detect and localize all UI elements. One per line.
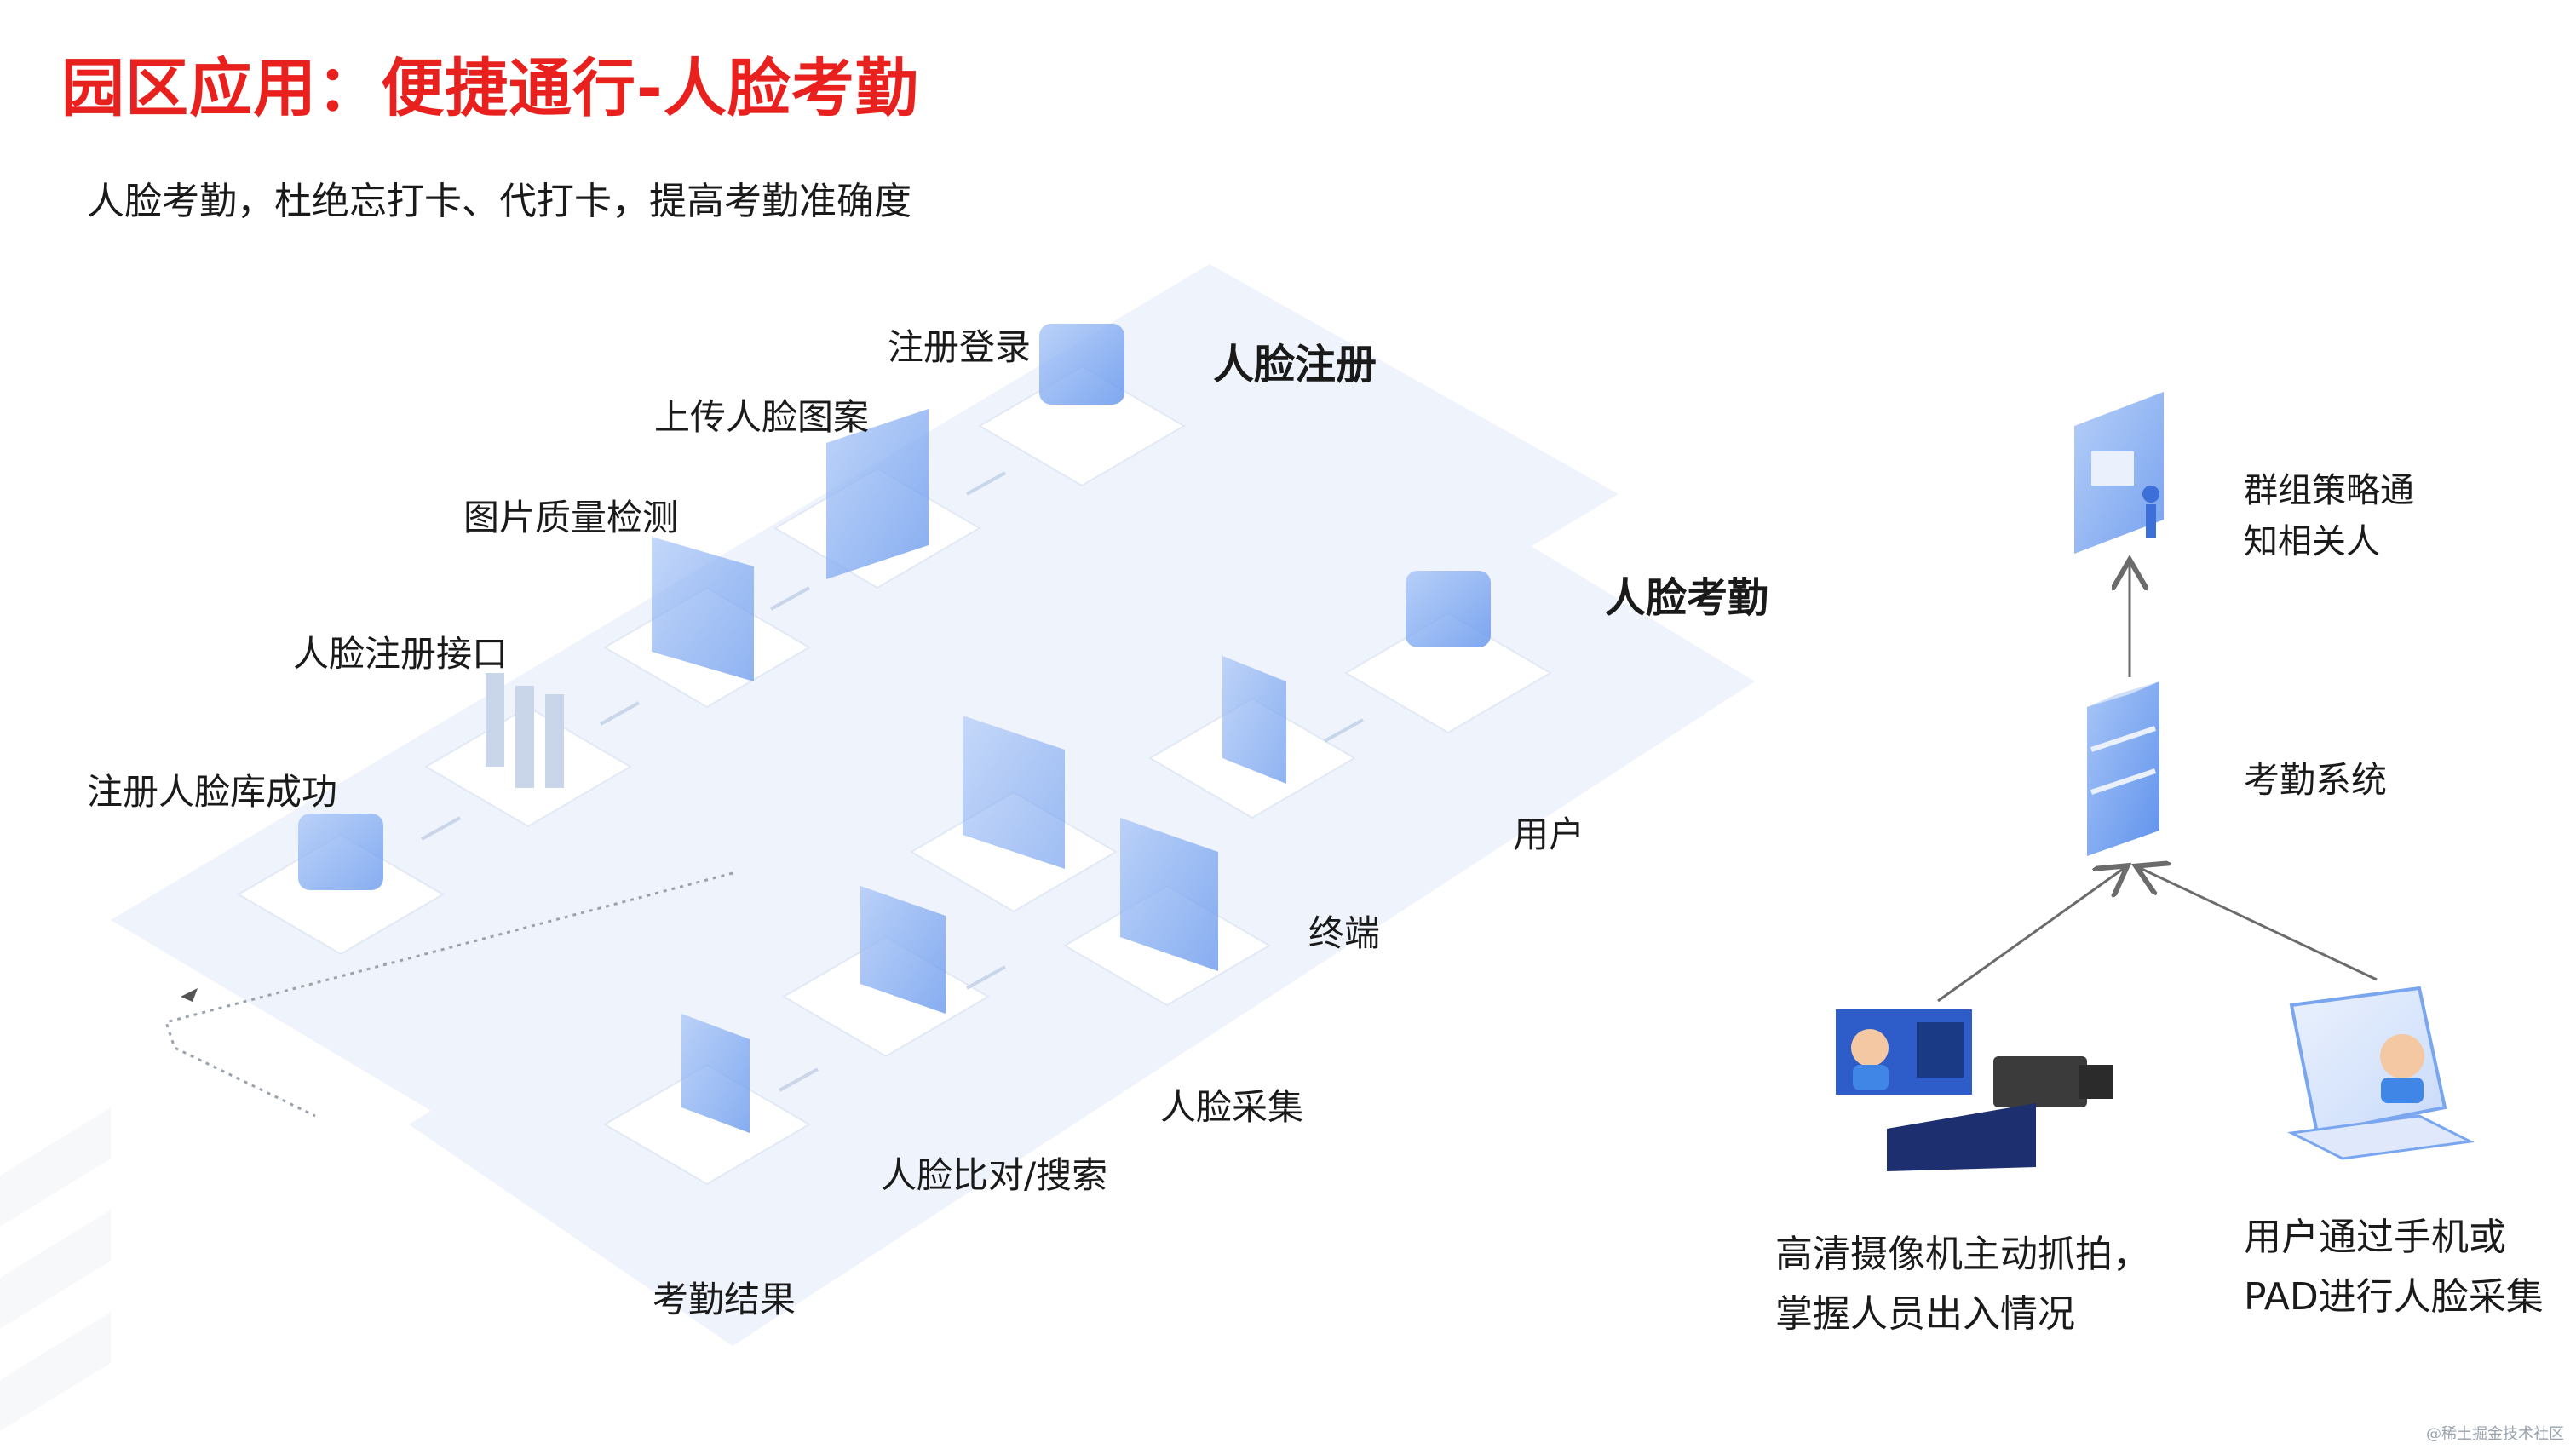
step-upload-face: 上传人脸图案 [654, 396, 870, 438]
mobile-caption-line-2: PAD进行人脸采集 [2244, 1275, 2544, 1319]
tile-face-capture [1063, 818, 1271, 1007]
return-path [164, 871, 733, 1118]
registration-step-arrows [421, 471, 1006, 841]
attendance-heading: 人脸考勤 [1605, 574, 1769, 622]
registration-panel [111, 264, 1619, 1159]
tile-image-quality [603, 537, 811, 709]
system-label: 考勤系统 [2244, 759, 2388, 801]
attendance-step-arrows [779, 718, 1364, 1092]
mobile-caption-line-1: 用户通过手机或 [2244, 1216, 2506, 1259]
mobile-caption: 用户通过手机或 PAD进行人脸采集 [2244, 1208, 2544, 1327]
step-terminal: 终端 [1308, 912, 1381, 954]
tile-register-success [237, 814, 445, 956]
page-subtitle: 人脸考勤，杜绝忘打卡、代打卡，提高考勤准确度 [87, 180, 911, 223]
notify-line-1: 群组策略通 [2244, 471, 2414, 510]
camera-caption: 高清摄像机主动抓拍， 掌握人员出入情况 [1775, 1225, 2150, 1344]
tile-attendance-result [603, 1014, 811, 1186]
camera-monitor-icon [1836, 1009, 2113, 1171]
tile-user [1344, 571, 1552, 734]
notify-line-2: 知相关人 [2244, 522, 2380, 561]
return-arrow-icon [181, 988, 198, 1002]
tile-face-compare [782, 886, 990, 1058]
page-title: 园区应用：便捷通行-人脸考勤 [61, 52, 919, 125]
tile-register-login [978, 324, 1186, 487]
tile-terminal [1148, 656, 1356, 819]
step-attendance-result: 考勤结果 [653, 1279, 796, 1320]
step-user: 用户 [1513, 814, 1585, 855]
arrow-mobile-to-system [2138, 867, 2378, 981]
registration-heading: 人脸注册 [1213, 341, 1377, 388]
tile-register-api [424, 673, 632, 828]
step-register-success: 注册人脸库成功 [87, 771, 338, 813]
step-image-quality: 图片质量检测 [463, 497, 679, 538]
tile-scan [910, 716, 1118, 913]
arrow-camera-to-system [1937, 867, 2125, 1003]
watermark: @稀土掘金技术社区 [2426, 1425, 2564, 1443]
step-face-capture: 人脸采集 [1160, 1086, 1304, 1128]
decorative-stripes [0, 1107, 111, 1431]
camera-caption-line-2: 掌握人员出入情况 [1775, 1292, 2075, 1336]
mobile-face-icon [2286, 986, 2475, 1160]
step-register-api: 人脸注册接口 [293, 633, 509, 675]
notify-screen-icon [2074, 392, 2164, 554]
step-face-compare: 人脸比对/搜索 [881, 1154, 1108, 1196]
server-icon [2087, 681, 2159, 856]
step-register-login: 注册登录 [888, 326, 1032, 368]
camera-caption-line-1: 高清摄像机主动抓拍， [1775, 1233, 2150, 1276]
tile-upload-face [773, 409, 981, 589]
notify-label: 群组策略通 知相关人 [2244, 465, 2414, 567]
